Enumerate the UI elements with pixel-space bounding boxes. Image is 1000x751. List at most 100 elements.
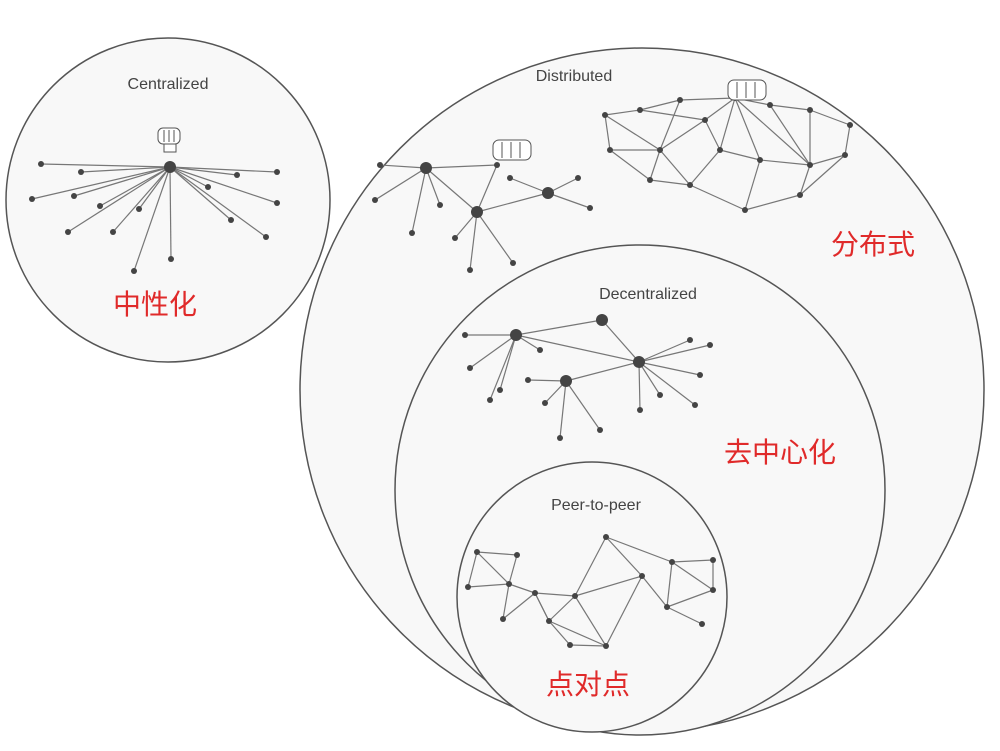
decentralized-node — [596, 314, 608, 326]
distributed-node — [494, 162, 500, 168]
decentralized-edge — [469, 334, 517, 369]
centralized-node — [164, 161, 176, 173]
distributed-node — [757, 157, 763, 163]
distributed-edge — [379, 164, 427, 169]
peer-to-peer-edge — [605, 575, 643, 647]
distributed-node — [842, 152, 848, 158]
distributed-node — [797, 192, 803, 198]
distributed-edge — [547, 192, 591, 209]
peer-to-peer-node — [710, 557, 716, 563]
decentralized-node — [487, 397, 493, 403]
peer-to-peer-node — [669, 559, 675, 565]
peer-to-peer-edge — [569, 644, 607, 647]
distributed-edge — [769, 104, 811, 166]
centralized-node — [71, 193, 77, 199]
decentralized-node — [633, 356, 645, 368]
centralized-circle — [5, 37, 331, 363]
distributed-node — [637, 107, 643, 113]
distributed-edge — [759, 159, 811, 166]
decentralized-node — [697, 372, 703, 378]
peer-to-peer-edge — [476, 551, 518, 556]
centralized-edge — [138, 166, 171, 210]
peer-to-peer-edge — [666, 606, 703, 625]
distributed-edge — [704, 97, 736, 121]
decentralized-edge — [559, 380, 567, 439]
distributed-edge — [809, 154, 846, 166]
peer-to-peer-node — [664, 604, 670, 610]
centralized-edge — [169, 166, 278, 204]
peer-to-peer-edge — [605, 536, 673, 563]
decentralized-edge — [601, 319, 640, 363]
centralized-node — [228, 217, 234, 223]
centralized-node — [38, 161, 44, 167]
centralized-node — [97, 203, 103, 209]
distributed-node — [471, 206, 483, 218]
decentralized-edge — [565, 361, 640, 382]
peer-to-peer-edge — [467, 551, 478, 588]
distributed-node — [602, 112, 608, 118]
distributed-edge — [509, 177, 549, 194]
decentralized-node — [687, 337, 693, 343]
centralized-node — [29, 196, 35, 202]
centralized-node — [131, 268, 137, 274]
distributed-edge — [411, 167, 427, 234]
distributed-node — [657, 147, 663, 153]
peer-to-peer-node — [546, 618, 552, 624]
distributed-edge — [809, 109, 851, 126]
decentralized-node — [542, 400, 548, 406]
distributed-edge — [744, 194, 801, 211]
distributed-node — [807, 107, 813, 113]
distributed-edge — [425, 164, 498, 169]
centralized-edge — [169, 166, 267, 238]
decentralized-caption: 去中心化 — [724, 436, 836, 469]
distributed-edge — [639, 109, 706, 121]
distributed-edge — [476, 192, 549, 213]
peer-to-peer-edge — [548, 595, 576, 622]
distributed-edge — [649, 179, 691, 186]
centralized-node — [274, 200, 280, 206]
decentralized-node — [597, 427, 603, 433]
peer-to-peer-circle — [456, 461, 728, 733]
distributed-edge — [425, 167, 441, 206]
distributed-node — [587, 205, 593, 211]
distributed-edge — [476, 211, 514, 264]
peer-to-peer-edge — [548, 620, 607, 647]
peer-to-peer-node — [572, 593, 578, 599]
distributed-node — [467, 267, 473, 273]
peer-to-peer-edge — [548, 620, 571, 646]
distributed-node — [409, 230, 415, 236]
decentralized-node — [497, 387, 503, 393]
distributed-edge — [719, 97, 736, 151]
distributed-node — [742, 207, 748, 213]
centralized-caption: 中性化 — [113, 288, 197, 321]
decentralized-edge — [565, 380, 601, 431]
centralized-edge — [99, 166, 171, 207]
peer-to-peer-edge — [508, 583, 536, 594]
fist-icon — [492, 139, 532, 161]
distributed-edge — [689, 184, 746, 211]
centralized-node — [205, 184, 211, 190]
distributed-edge — [604, 109, 641, 116]
distributed-title: Distributed — [536, 68, 612, 85]
peer-to-peer-edge — [534, 592, 576, 597]
distributed-edge — [649, 149, 661, 181]
peer-to-peer-node — [465, 584, 471, 590]
decentralized-node — [692, 402, 698, 408]
decentralized-edge — [638, 361, 696, 406]
decentralized-edge — [515, 334, 640, 363]
centralized-node — [136, 206, 142, 212]
fist-icon — [157, 127, 181, 153]
centralized-node — [65, 229, 71, 235]
distributed-edge — [639, 99, 681, 111]
distributed-edge — [374, 167, 427, 201]
centralized-node — [78, 169, 84, 175]
peer-to-peer-edge — [666, 561, 673, 608]
centralized-edge — [169, 166, 172, 260]
peer-to-peer-edge — [574, 575, 643, 597]
distributed-node — [702, 117, 708, 123]
peer-to-peer-node — [514, 552, 520, 558]
distributed-node — [575, 175, 581, 181]
decentralized-title: Decentralized — [599, 286, 697, 303]
